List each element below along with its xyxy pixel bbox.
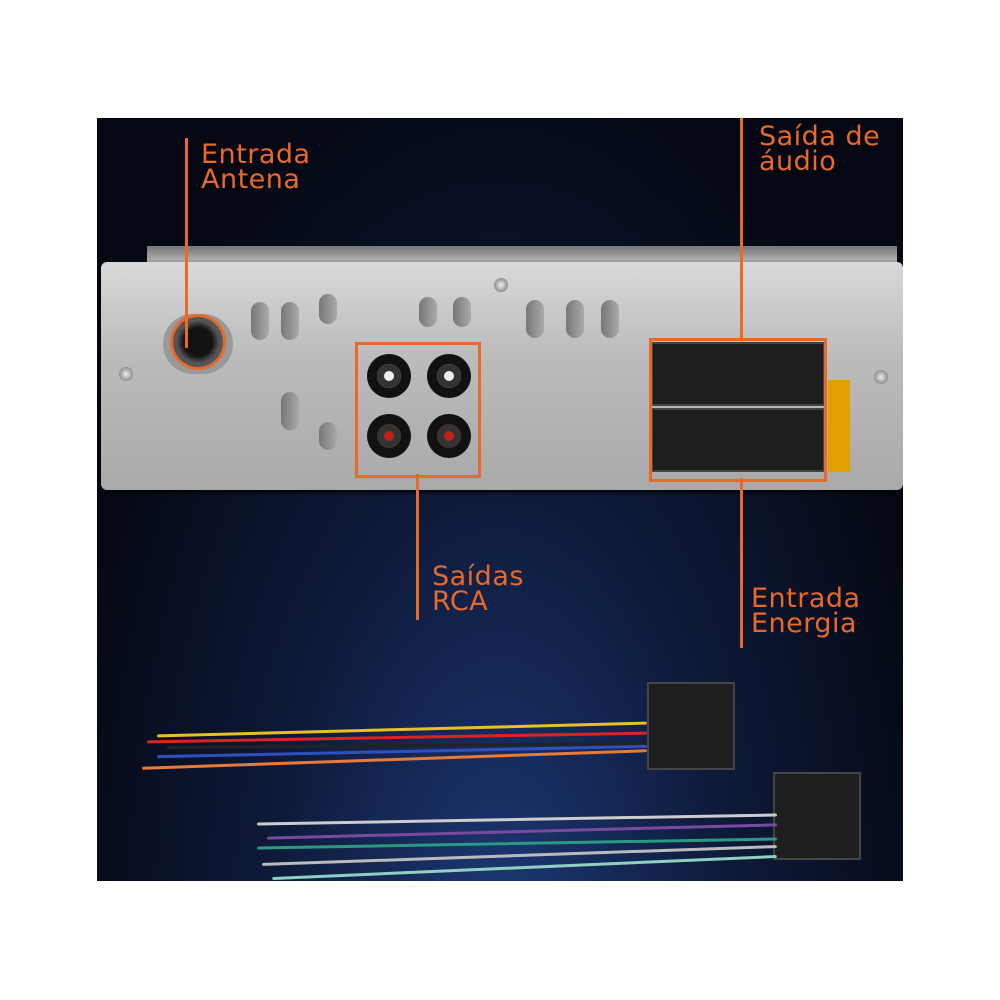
radio-back-panel bbox=[101, 262, 903, 490]
label-entrada-antena: Entrada Antena bbox=[201, 139, 311, 195]
label-saidas-rca: Saídas RCA bbox=[432, 561, 524, 617]
vent-slot bbox=[281, 302, 299, 340]
rca-callout-line bbox=[416, 474, 419, 620]
harness-connector-1 bbox=[647, 682, 735, 770]
screw bbox=[119, 367, 133, 381]
vent-slot bbox=[419, 297, 437, 327]
radio-chassis-top bbox=[147, 246, 897, 264]
screw bbox=[494, 278, 508, 292]
rca-jack-white bbox=[427, 354, 471, 398]
vent-slot bbox=[319, 422, 337, 450]
fuse bbox=[828, 380, 850, 472]
audio-callout-line bbox=[740, 118, 743, 340]
connector-highlight-box bbox=[649, 338, 827, 482]
antenna-callout-line bbox=[185, 138, 188, 348]
rca-jack-white bbox=[367, 354, 411, 398]
harness-connector-2 bbox=[773, 772, 861, 860]
vent-slot bbox=[281, 392, 299, 430]
label-saida-audio: Saída de áudio bbox=[759, 121, 881, 177]
label-entrada-energia: Entrada Energia bbox=[751, 583, 861, 639]
iso-connector-audio bbox=[651, 342, 825, 406]
vent-slot bbox=[251, 302, 269, 340]
vent-slot bbox=[566, 300, 584, 338]
vent-slot bbox=[319, 294, 337, 324]
antenna-jack bbox=[163, 314, 233, 374]
rca-jack-red bbox=[367, 414, 411, 458]
wire bbox=[267, 823, 777, 840]
vent-slot bbox=[526, 300, 544, 338]
wire bbox=[257, 813, 777, 826]
rca-highlight-box bbox=[355, 342, 481, 478]
screw bbox=[874, 370, 888, 384]
wire bbox=[262, 845, 777, 866]
vent-slot bbox=[601, 300, 619, 338]
power-callout-line bbox=[740, 478, 743, 648]
product-photo: Entrada Antena Saída de áudio Saídas RCA… bbox=[97, 118, 903, 881]
wire bbox=[272, 854, 777, 881]
rca-jack-red bbox=[427, 414, 471, 458]
vent-slot bbox=[453, 297, 471, 327]
